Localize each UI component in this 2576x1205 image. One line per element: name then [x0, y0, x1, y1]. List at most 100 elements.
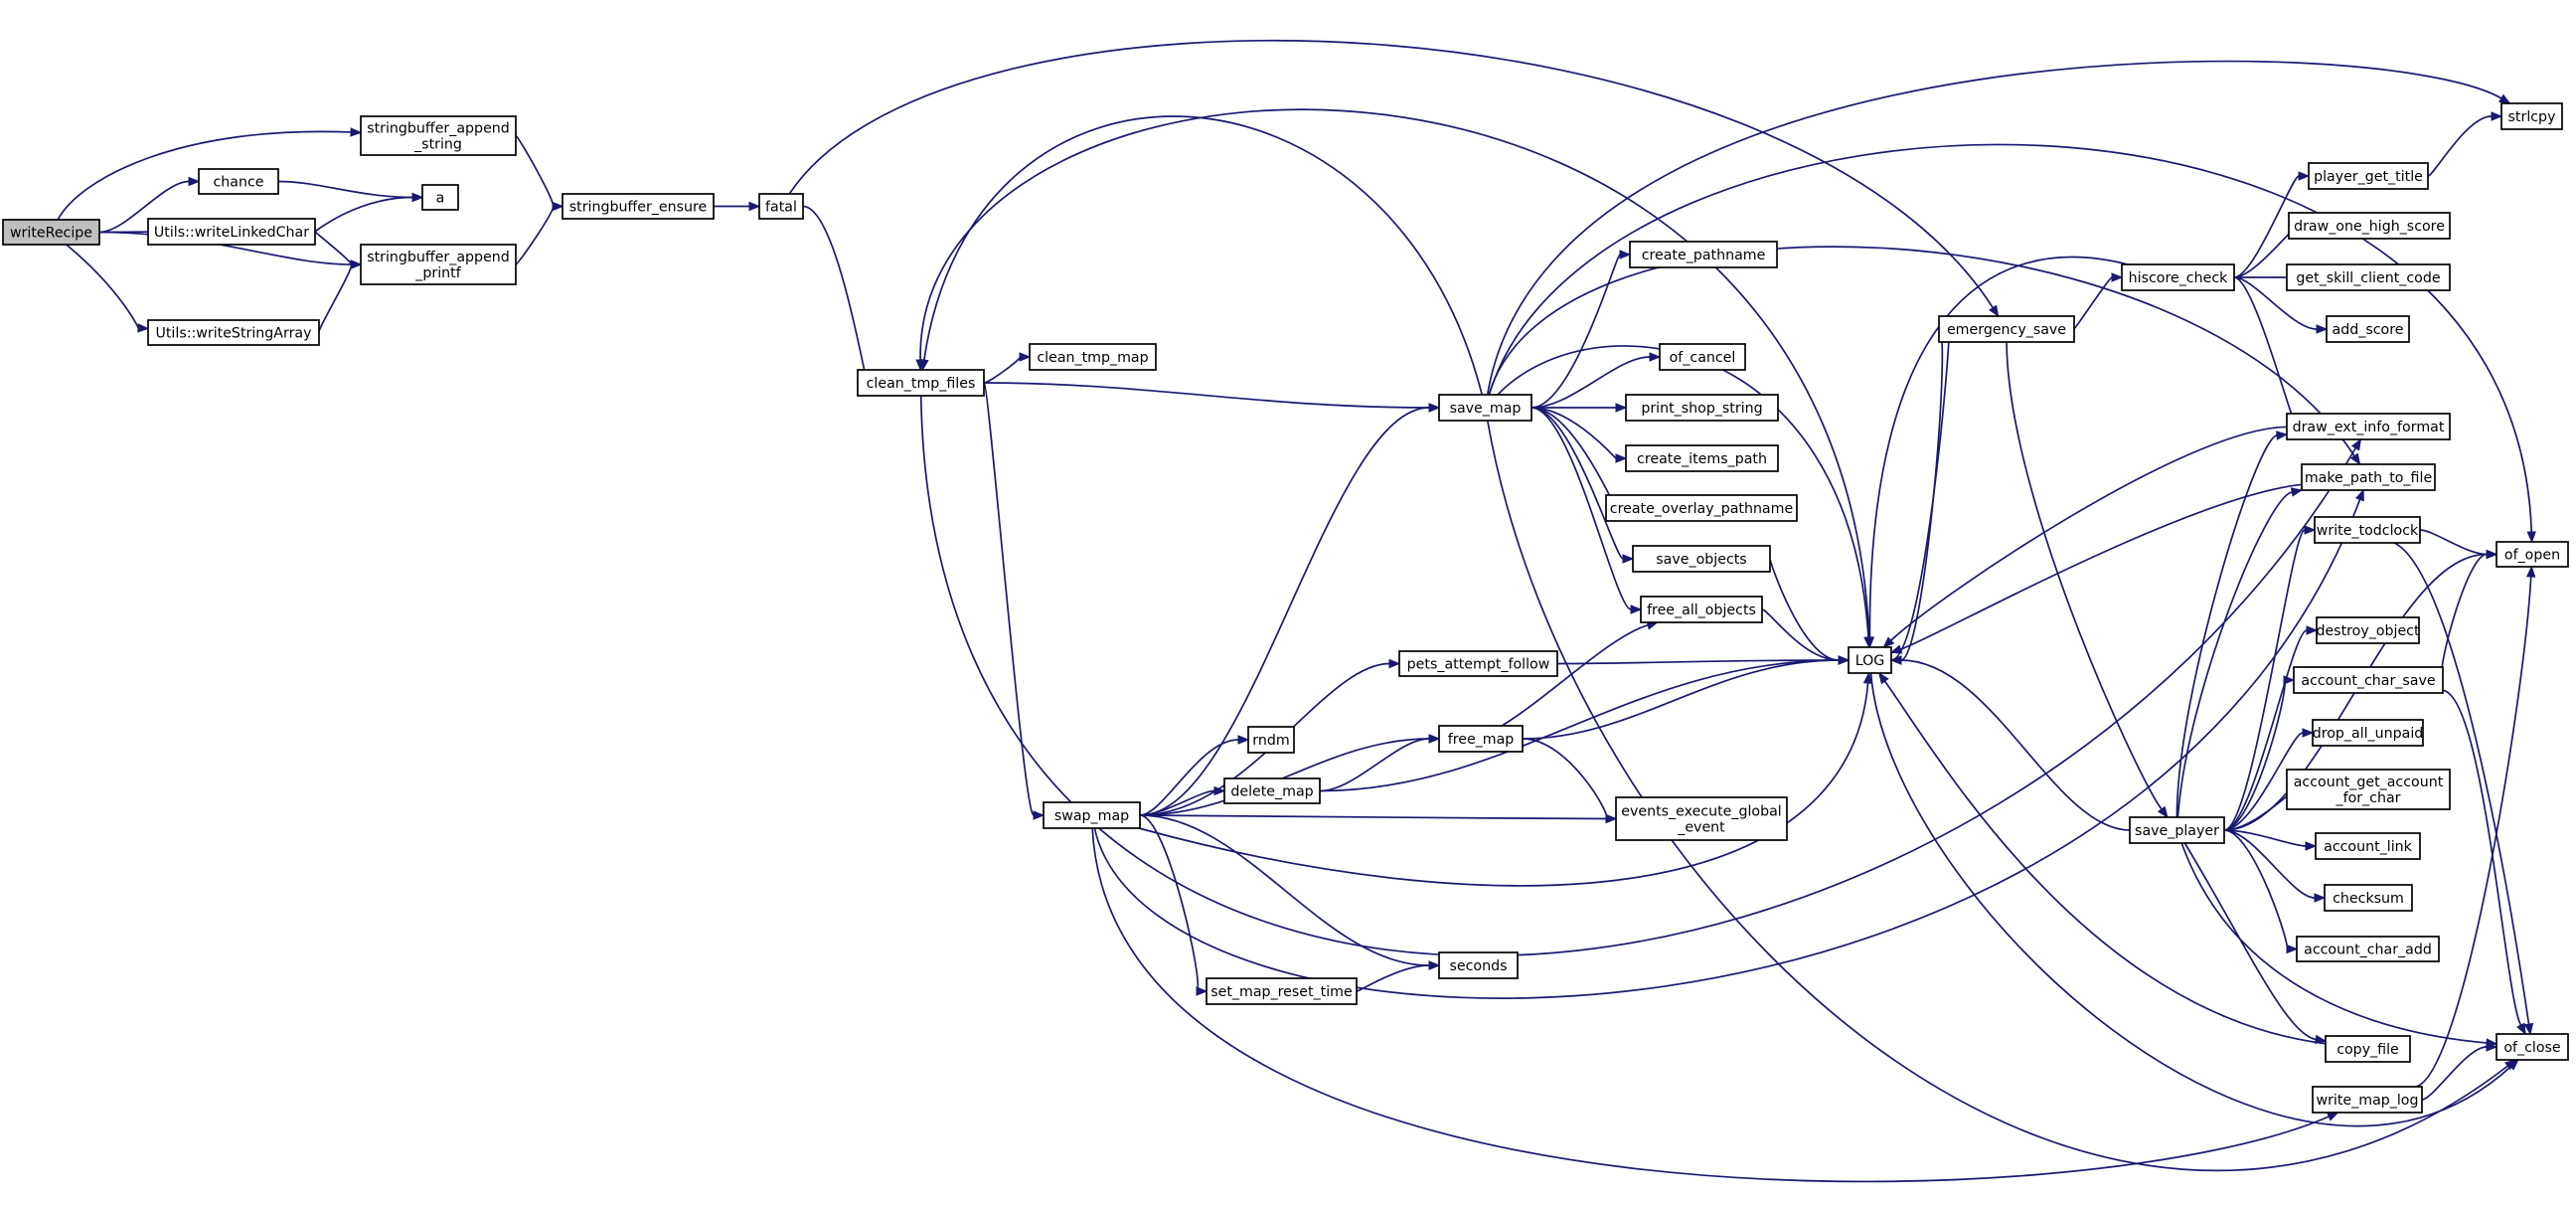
call-edge-save_player-to-drop_all_unpaid [2223, 728, 2315, 831]
call-edge-clean_tmp_files-to-draw_ext_info_format [919, 395, 2362, 957]
function-node-save_map[interactable]: save_map [1438, 394, 1532, 422]
call-edge-swap_map-to-save_map [1139, 403, 1441, 816]
function-node-of_cancel[interactable]: of_cancel [1659, 343, 1746, 371]
function-node-writeLinkedChar[interactable]: Utils::writeLinkedChar [147, 218, 316, 246]
function-node-copy_file[interactable]: copy_file [2325, 1035, 2411, 1063]
call-edge-writeStringArray-to-sb_append_printf [318, 259, 363, 334]
node-label: clean_tmp_files [867, 376, 976, 392]
call-edge-swap_map-to-seconds [1139, 814, 1441, 970]
node-label: save_player [2135, 823, 2219, 839]
function-node-sb_append_printf[interactable]: stringbuffer_append_printf [360, 244, 517, 285]
function-node-account_get_account_for_char[interactable]: account_get_account_for_char [2286, 769, 2451, 810]
function-node-rndm[interactable]: rndm [1247, 726, 1295, 754]
node-box [1640, 596, 1763, 623]
function-node-LOG[interactable]: LOG [1848, 646, 1892, 674]
call-edge-hiscore_check-to-player_get_title [2233, 171, 2311, 278]
node-label: seconds [1450, 958, 1508, 974]
function-node-seconds[interactable]: seconds [1438, 951, 1519, 979]
function-node-hiscore_check[interactable]: hiscore_check [2121, 263, 2235, 291]
function-node-free_map[interactable]: free_map [1438, 725, 1524, 753]
node-box [1632, 545, 1771, 573]
function-node-writeStringArray[interactable]: Utils::writeStringArray [147, 319, 320, 346]
function-node-make_path_to_file[interactable]: make_path_to_file [2301, 463, 2436, 491]
function-node-clean_tmp_map[interactable]: clean_tmp_map [1029, 343, 1157, 371]
call-edge-save_player-to-checksum [2223, 829, 2327, 903]
node-label: set_map_reset_time [1210, 984, 1352, 1000]
node-label: create_pathname [1642, 248, 1766, 263]
function-node-add_score[interactable]: add_score [2326, 315, 2410, 343]
call-edge-account_char_save-to-of_open [2440, 549, 2498, 681]
function-node-write_map_log[interactable]: write_map_log [2312, 1086, 2423, 1114]
node-box [1659, 343, 1746, 371]
function-node-of_close[interactable]: of_close [2496, 1033, 2569, 1061]
function-node-of_open[interactable]: of_open [2496, 541, 2569, 568]
function-node-account_char_save[interactable]: account_char_save [2293, 666, 2444, 694]
call-edge-LOG-to-of_close [1869, 672, 2519, 1127]
node-label: stringbuffer_append [367, 250, 510, 265]
node-box [2325, 1035, 2411, 1063]
node-box [2312, 719, 2424, 747]
call-edge-save_map-to-save_objects [1530, 407, 1635, 564]
node-label: events_execute_global [1621, 804, 1782, 820]
node-label: account_char_save [2301, 673, 2435, 689]
node-label: strlcpy [2508, 109, 2556, 125]
function-node-free_all_objects[interactable]: free_all_objects [1640, 596, 1763, 623]
function-node-writeRecipe[interactable]: writeRecipe [2, 219, 100, 246]
node-box [2121, 263, 2235, 291]
node-box [1206, 977, 1358, 1005]
function-node-draw_one_high_score[interactable]: draw_one_high_score [2288, 212, 2451, 240]
function-node-checksum[interactable]: checksum [2324, 884, 2413, 912]
function-node-chance[interactable]: chance [198, 168, 279, 195]
function-node-draw_ext_info_format[interactable]: draw_ext_info_format [2286, 413, 2451, 440]
function-node-events_execute_global_event[interactable]: events_execute_global_event [1615, 796, 1788, 841]
function-node-save_player[interactable]: save_player [2129, 816, 2225, 844]
function-node-player_get_title[interactable]: player_get_title [2308, 162, 2429, 190]
function-node-account_link[interactable]: account_link [2315, 832, 2421, 860]
call-edge-save_map-to-free_all_objects [1530, 407, 1643, 614]
call-edge-emergency_save-to-save_player [2006, 341, 2169, 819]
node-label: writeRecipe [10, 226, 92, 242]
call-edge-hiscore_check-to-draw_ext_info_format [2233, 276, 2298, 431]
node-label: a [436, 191, 445, 207]
node-label: delete_map [1230, 784, 1313, 800]
node-box [1398, 650, 1558, 677]
node-label: of_cancel [1670, 350, 1736, 366]
function-node-create_pathname[interactable]: create_pathname [1629, 241, 1778, 268]
call-edge-write_map_log-to-of_close [2421, 1042, 2498, 1101]
node-box [2314, 516, 2421, 544]
function-node-a[interactable]: a [421, 184, 459, 211]
function-node-strlcpy[interactable]: strlcpy [2500, 102, 2563, 130]
function-node-destroy_object[interactable]: destroy_object [2316, 616, 2420, 644]
function-node-sb_append_string[interactable]: stringbuffer_append_string [360, 115, 517, 156]
node-box [1848, 646, 1892, 674]
function-node-sb_ensure[interactable]: stringbuffer_ensure [562, 193, 715, 220]
function-node-account_char_add[interactable]: account_char_add [2296, 936, 2440, 962]
function-node-fatal[interactable]: fatal [758, 193, 804, 220]
function-node-delete_map[interactable]: delete_map [1223, 777, 1321, 804]
node-box [2286, 413, 2451, 440]
function-node-create_items_path[interactable]: create_items_path [1625, 444, 1779, 472]
function-node-save_objects[interactable]: save_objects [1632, 545, 1771, 573]
node-box [1625, 394, 1779, 422]
call-edge-clean_tmp_files-to-save_map [983, 382, 1441, 413]
call-edge-swap_map-to-events_execute_global_event [1139, 813, 1618, 824]
function-node-pets_attempt_follow[interactable]: pets_attempt_follow [1398, 650, 1558, 677]
node-label: write_map_log [2316, 1093, 2418, 1109]
call-edge-clean_tmp_files-to-clean_tmp_map [983, 352, 1032, 384]
function-node-swap_map[interactable]: swap_map [1043, 801, 1141, 829]
function-node-print_shop_string[interactable]: print_shop_string [1625, 394, 1779, 422]
function-node-drop_all_unpaid[interactable]: drop_all_unpaid [2312, 719, 2424, 747]
function-node-get_skill_client_code[interactable]: get_skill_client_code [2286, 263, 2451, 291]
call-edges [57, 39, 2536, 1183]
function-node-emergency_save[interactable]: emergency_save [1938, 315, 2075, 343]
call-edge-save_map-to-clean_tmp_files [919, 115, 1484, 396]
node-label: account_get_account [2294, 775, 2444, 790]
function-node-create_overlay_pathname[interactable]: create_overlay_pathname [1605, 494, 1798, 522]
function-node-clean_tmp_files[interactable]: clean_tmp_files [857, 369, 985, 397]
function-node-write_todclock[interactable]: write_todclock [2314, 516, 2421, 544]
node-box [198, 168, 279, 195]
call-edge-save_map-to-of_cancel [1530, 352, 1662, 409]
call-edge-delete_map-to-LOG [1319, 655, 1851, 792]
function-node-set_map_reset_time[interactable]: set_map_reset_time [1206, 977, 1358, 1005]
node-box [1438, 725, 1524, 753]
